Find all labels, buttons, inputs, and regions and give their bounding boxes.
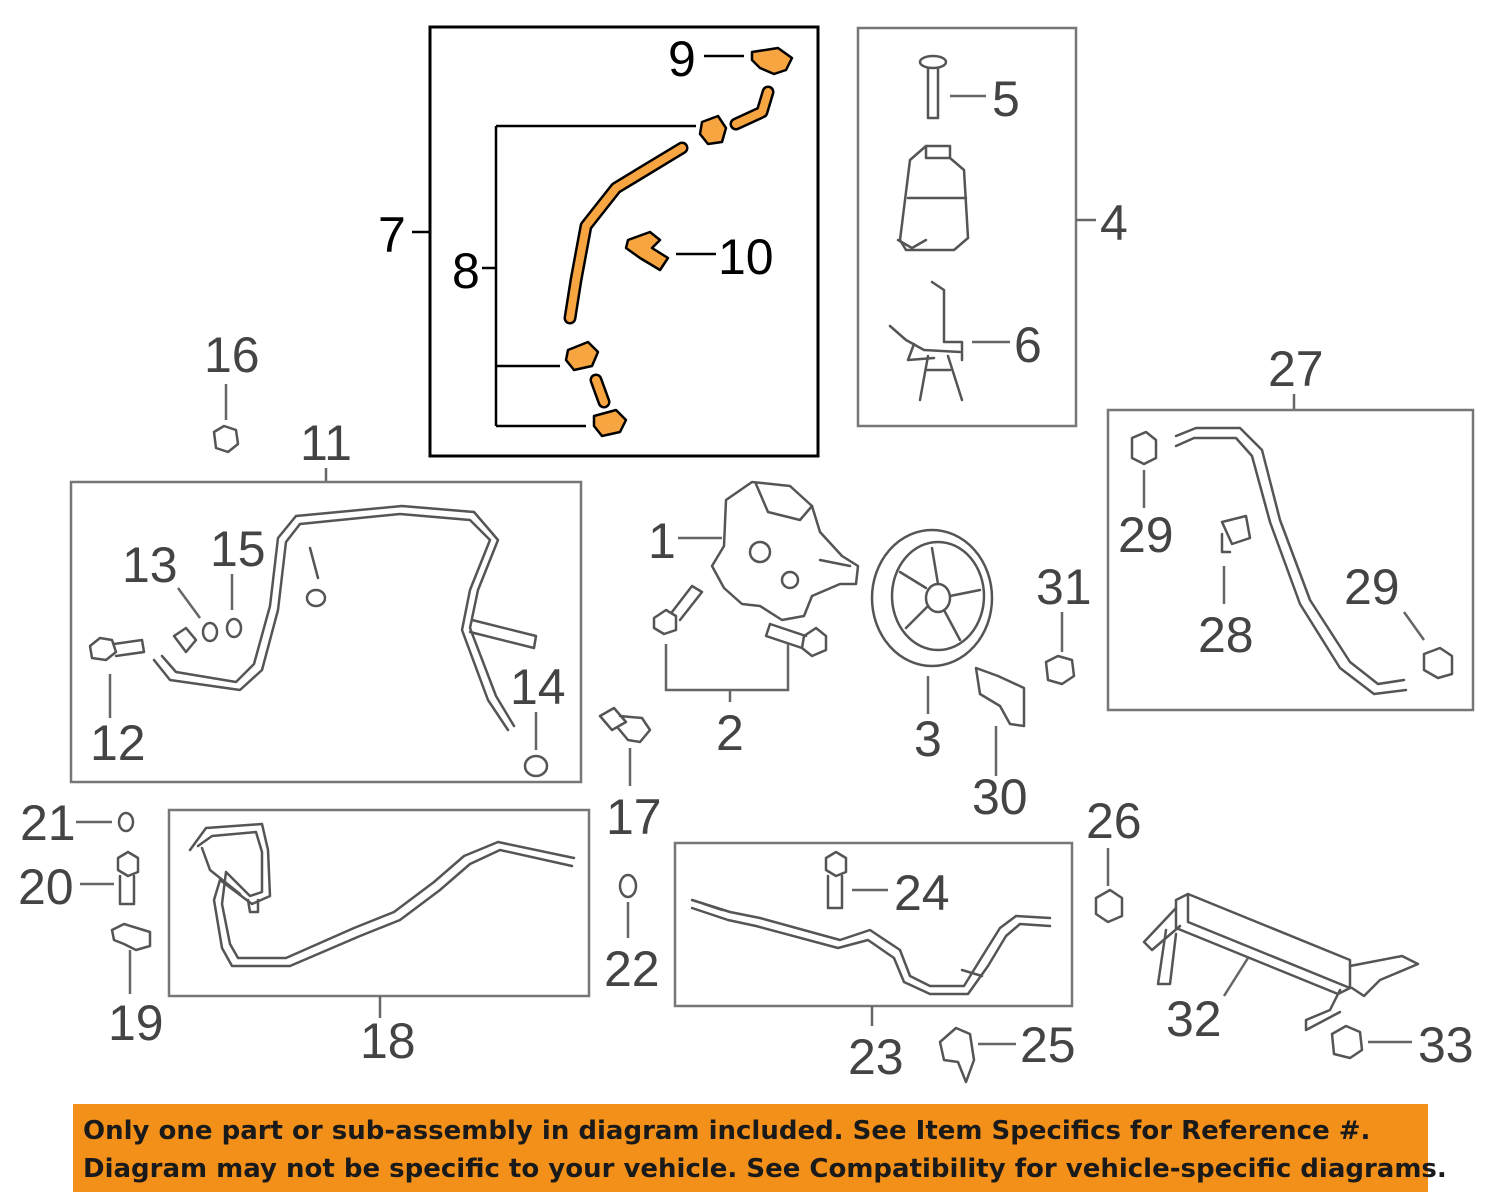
callout-19: 19 (108, 995, 164, 1051)
callout-2: 2 (716, 705, 744, 761)
clip-19 (110, 922, 152, 952)
o-ring-22 (618, 873, 638, 899)
pressure-line-parts (88, 504, 549, 778)
hose-assembly-highlighted (563, 46, 794, 438)
callout-25: 25 (1020, 1017, 1076, 1073)
group-box-27 (1106, 408, 1475, 712)
callout-26: 26 (1086, 793, 1142, 849)
callout-16: 16 (204, 327, 260, 383)
callout-9: 9 (668, 31, 696, 87)
callout-10: 10 (718, 229, 774, 285)
parts-diagram: 7 8 9 10 5 6 4 16 11 (18, 25, 1475, 1085)
return-line-parts (690, 850, 1052, 996)
callout-5: 5 (992, 71, 1020, 127)
callout-20: 20 (18, 859, 74, 915)
callout-22: 22 (604, 941, 660, 997)
callout-33: 33 (1418, 1017, 1474, 1073)
callout-32: 32 (1166, 991, 1222, 1047)
clip-26 (1094, 888, 1124, 924)
callout-6: 6 (1014, 317, 1042, 373)
group-box-11 (69, 480, 583, 784)
cooler-line-parts (188, 822, 576, 968)
disclaimer-line-1: Only one part or sub-assembly in diagram… (83, 1116, 1371, 1146)
mounting-bolts (652, 584, 828, 658)
group-box-4 (856, 26, 1078, 428)
callout-30: 30 (972, 769, 1028, 825)
bolt-20 (116, 850, 140, 906)
callout-3: 3 (914, 711, 942, 767)
group-box-18 (167, 808, 591, 998)
group-box-7 (428, 25, 820, 458)
callout-28: 28 (1198, 607, 1254, 663)
callout-14: 14 (510, 659, 566, 715)
return-hose-parts (1130, 426, 1454, 696)
disclaimer-banner: Only one part or sub-assembly in diagram… (73, 1104, 1447, 1192)
callout-4: 4 (1100, 195, 1128, 251)
callout-11: 11 (300, 415, 352, 471)
clip-25 (938, 1026, 976, 1084)
oil-cooler (1142, 892, 1420, 1032)
bracket-30 (974, 666, 1026, 728)
callout-17: 17 (606, 789, 662, 845)
callout-31: 31 (1036, 559, 1092, 615)
nut-33 (1330, 1024, 1364, 1060)
nut-16 (212, 424, 240, 454)
callout-27: 27 (1268, 341, 1324, 397)
callout-13: 13 (122, 537, 178, 593)
bolt-17 (598, 706, 652, 744)
group-box-23 (673, 841, 1074, 1008)
callout-18: 18 (360, 1013, 416, 1069)
disclaimer-line-2: Diagram may not be specific to your vehi… (83, 1154, 1447, 1184)
callout-24: 24 (894, 865, 950, 921)
callout-29-top: 29 (1118, 507, 1174, 563)
callout-23: 23 (848, 1029, 904, 1085)
pulley (870, 528, 994, 668)
callout-7: 7 (378, 207, 406, 263)
nut-31 (1044, 654, 1076, 686)
callout-21: 21 (20, 795, 76, 851)
o-ring-21 (117, 811, 135, 833)
callout-8: 8 (452, 243, 480, 299)
callout-1: 1 (648, 513, 676, 569)
callout-12: 12 (90, 715, 146, 771)
callout-15: 15 (210, 521, 266, 577)
reservoir-parts (888, 54, 970, 402)
power-steering-pump (710, 480, 860, 622)
callout-29-bottom: 29 (1344, 559, 1400, 615)
